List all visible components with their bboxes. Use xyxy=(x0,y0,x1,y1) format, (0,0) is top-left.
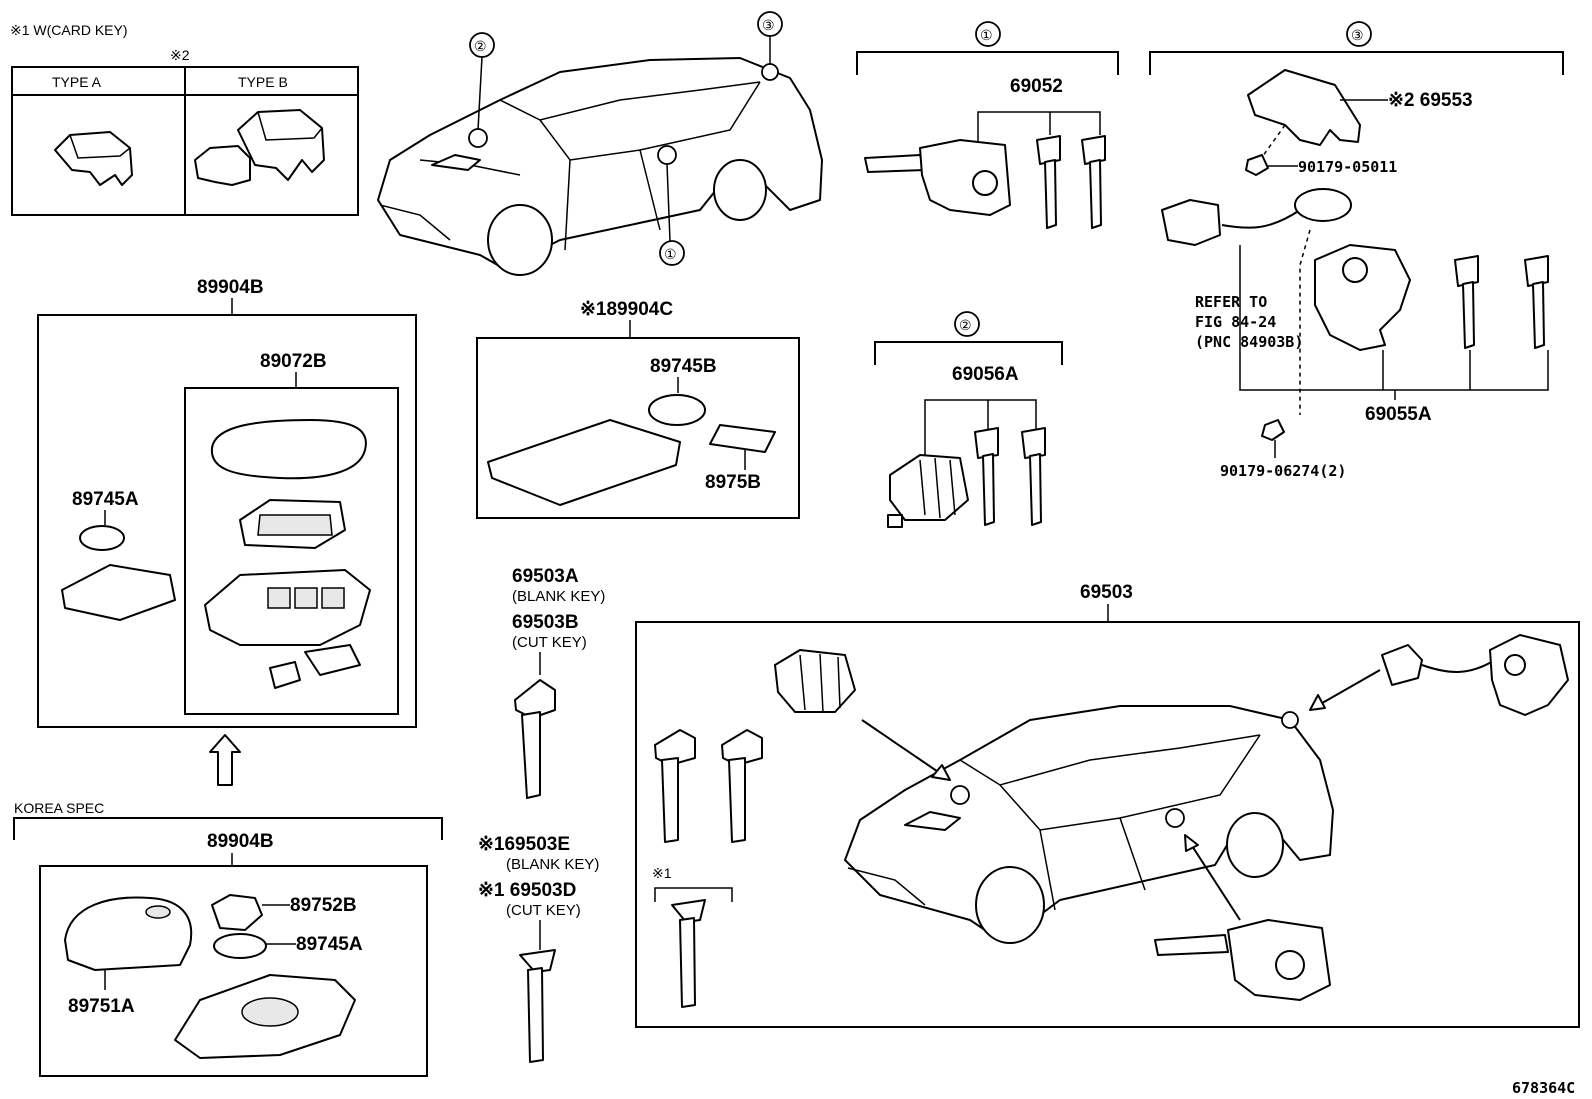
card-battery-icon xyxy=(648,394,706,426)
ignition-switch-icon xyxy=(1314,244,1411,351)
korea-spec-section: KOREA SPEC 89904B 89752B 89745A 89751A xyxy=(13,800,443,1077)
card-emergency-key-icon xyxy=(519,949,556,1063)
korea-fob-cover-icon xyxy=(64,896,193,971)
svg-text:③: ③ xyxy=(762,17,775,33)
part-69503: 69503 xyxy=(1080,582,1133,603)
svg-text:②: ② xyxy=(959,317,972,333)
refer-text-2: FIG 84-24 xyxy=(1195,313,1276,331)
immobiliser-coil-icon xyxy=(1161,188,1352,246)
korea-seal-icon xyxy=(211,894,263,931)
part-90179-06274: 90179-06274(2) xyxy=(1220,462,1346,480)
card-assy-section: ※189904C 89745B 8975B xyxy=(476,299,800,519)
type-a-cover-icon xyxy=(54,131,133,186)
callout-2-header xyxy=(954,311,980,337)
part-89904b: 89904B xyxy=(197,277,264,298)
key-icon xyxy=(1524,255,1549,349)
part-89752b: 89752B xyxy=(290,895,357,916)
korea-battery-icon xyxy=(213,933,267,959)
part-89904c: ※189904C xyxy=(580,299,673,320)
svg-text:③: ③ xyxy=(1351,27,1364,43)
part-69503a: 69503A xyxy=(512,566,579,587)
key-icon xyxy=(721,729,763,843)
card-key-icon xyxy=(487,419,681,506)
card-key-title: ※1 W(CARD KEY) xyxy=(10,22,128,38)
keys-section: 69503A (BLANK KEY) 69503B (CUT KEY) ※169… xyxy=(478,566,605,1063)
smart-key-section: 89904B 89072B 89745A xyxy=(37,277,417,728)
type-b-header: TYPE B xyxy=(238,74,288,90)
part-69052: 69052 xyxy=(1010,76,1063,97)
part-89745a: 89745A xyxy=(72,489,139,510)
lock-set-note: ※1 xyxy=(652,865,672,881)
smart-key-box xyxy=(37,314,417,728)
part-69553: ※2 69553 xyxy=(1388,90,1473,111)
group-3-ignition: ③ ※2 69553 90179-05011 REFER TO FIG 84-2… xyxy=(1149,21,1564,480)
part-89751a: 89751A xyxy=(68,996,135,1017)
hood-cylinder-icon xyxy=(774,649,856,713)
part-69503d: ※1 69503D xyxy=(478,880,576,901)
refer-text-1: REFER TO xyxy=(1195,293,1267,311)
part-89072b: 89072B xyxy=(260,351,327,372)
bolt-icon xyxy=(1261,419,1285,441)
korea-spec-box xyxy=(39,865,428,1077)
key-icon xyxy=(654,729,696,843)
callout-1-header xyxy=(975,21,1001,47)
door-lock-assy-icon xyxy=(1154,919,1331,1001)
part-69056a: 69056A xyxy=(952,364,1019,385)
card-key-note: ※2 xyxy=(170,47,190,63)
part-89904b-korea: 89904B xyxy=(207,831,274,852)
key-icon xyxy=(1454,255,1479,349)
part-90179-05011: 90179-05011 xyxy=(1298,158,1397,176)
hood-lock-cylinder-icon xyxy=(887,454,969,528)
callout-3-header xyxy=(1346,21,1372,47)
mechanical-key-icon xyxy=(514,679,556,799)
battery-icon xyxy=(79,525,125,551)
smart-key-inner-box xyxy=(184,387,399,715)
part-69055a: 69055A xyxy=(1365,404,1432,425)
gasket-icon xyxy=(61,564,176,621)
door-lock-cylinder-icon xyxy=(864,139,1011,216)
key-icon xyxy=(1081,135,1106,229)
korea-spec-label: KOREA SPEC xyxy=(14,800,104,816)
note-69503e: (BLANK KEY) xyxy=(506,856,599,873)
diagram-id: 678364C xyxy=(1512,1079,1575,1097)
ignition-cover-icon xyxy=(1247,69,1361,146)
svg-text:①: ① xyxy=(664,246,677,262)
part-89745b: 89745B xyxy=(650,356,717,377)
type-a-header: TYPE A xyxy=(52,74,102,90)
part-89745a-korea: 89745A xyxy=(296,934,363,955)
key-icon xyxy=(1036,135,1061,229)
lock-set-car-illustration xyxy=(844,705,1334,944)
callout-1-top xyxy=(659,240,685,266)
key-icon xyxy=(1021,427,1046,526)
part-8975b: 8975B xyxy=(705,472,761,493)
svg-text:②: ② xyxy=(474,38,487,54)
part-69503e: ※169503E xyxy=(478,834,570,855)
group-2-hood-lock: ② 69056A xyxy=(874,311,1063,528)
lock-set-box xyxy=(635,621,1580,1028)
top-car-illustration: ② ③ ① xyxy=(377,11,823,276)
note-69503a: (BLANK KEY) xyxy=(512,588,605,605)
group-1-door-lock: ① 69052 xyxy=(856,21,1119,229)
lock-set-section: 69503 ※1 xyxy=(635,582,1580,1028)
note-69503b: (CUT KEY) xyxy=(512,634,587,651)
note-69503d: (CUT KEY) xyxy=(506,902,581,919)
card-emergency-key-icon xyxy=(671,899,706,1008)
type-b-cover-icon xyxy=(194,109,325,186)
card-key-section: ※1 W(CARD KEY) ※2 TYPE A TYPE B xyxy=(10,22,359,216)
card-sticker-icon xyxy=(709,424,776,453)
card-assy-box xyxy=(476,337,800,519)
refer-text-3: (PNC 84903B) xyxy=(1195,333,1303,351)
up-arrow-icon xyxy=(209,734,241,786)
pointer-arrow xyxy=(861,719,951,781)
svg-text:①: ① xyxy=(980,27,993,43)
key-fob-cover-icon xyxy=(210,419,367,480)
key-icon xyxy=(974,427,999,526)
part-69503b: 69503B xyxy=(512,612,579,633)
pointer-arrow xyxy=(1184,834,1241,921)
screw-icon xyxy=(1245,154,1269,176)
ignition-assy-icon xyxy=(1381,634,1569,716)
